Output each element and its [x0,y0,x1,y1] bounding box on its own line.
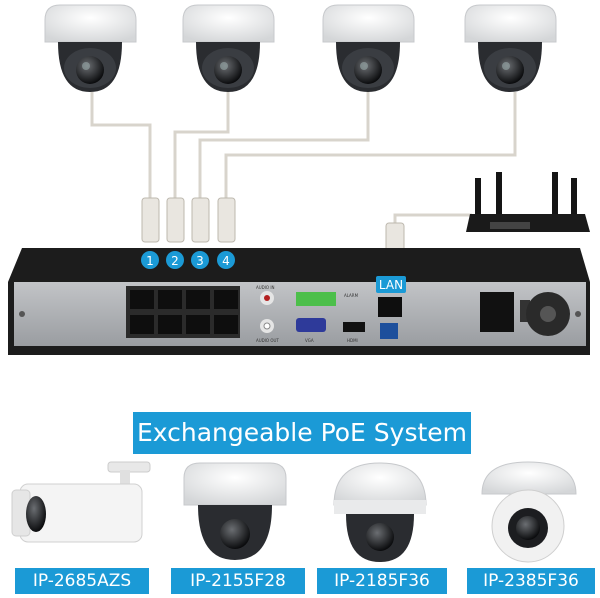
top-dome-camera-3 [322,4,415,92]
audio-in-label: AUDIO IN [256,285,275,290]
router [466,172,590,232]
alarm-label: ALARM [344,293,359,298]
vga-label: VGA [305,338,314,343]
model-label-3: IP-2185F36 [317,568,447,594]
power-switch [520,300,530,322]
top-dome-camera-1 [44,4,137,92]
alarm-terminal [296,292,336,306]
model-label-2: IP-2155F28 [171,568,305,594]
dome-camera-2155 [183,462,287,560]
ethernet-cables [90,92,517,225]
top-dome-camera-4 [464,4,557,92]
exchangeable-poe-banner: Exchangeable PoE System [133,412,471,454]
model-label-1: IP-2685AZS [15,568,149,594]
lan-port [378,297,402,317]
dome-camera-2185 [333,462,427,562]
nvr-recorder: AUDIO IN AUDIO OUT ALARM VGA HDMI LAN [8,248,590,355]
model-label-4: IP-2385F36 [467,568,595,594]
port-number-2: 2 [171,254,179,268]
poe-port-bank [126,286,240,338]
audio-jacks [260,291,274,333]
port-number-3: 3 [196,254,204,268]
vga-port [296,318,326,332]
hdmi-port [343,322,365,332]
power-socket [480,292,514,332]
turret-camera-2385 [481,461,577,563]
poe-port-numbers: 1 2 3 4 [141,251,235,269]
hdmi-label: HDMI [347,338,358,343]
audio-out-label: AUDIO OUT [256,338,279,343]
port-number-1: 1 [146,254,154,268]
bullet-camera [11,461,151,543]
top-dome-camera-2 [182,4,275,92]
lan-badge [376,276,406,293]
lan-label: LAN [379,278,403,292]
usb-port [380,323,398,339]
port-number-4: 4 [222,254,230,268]
